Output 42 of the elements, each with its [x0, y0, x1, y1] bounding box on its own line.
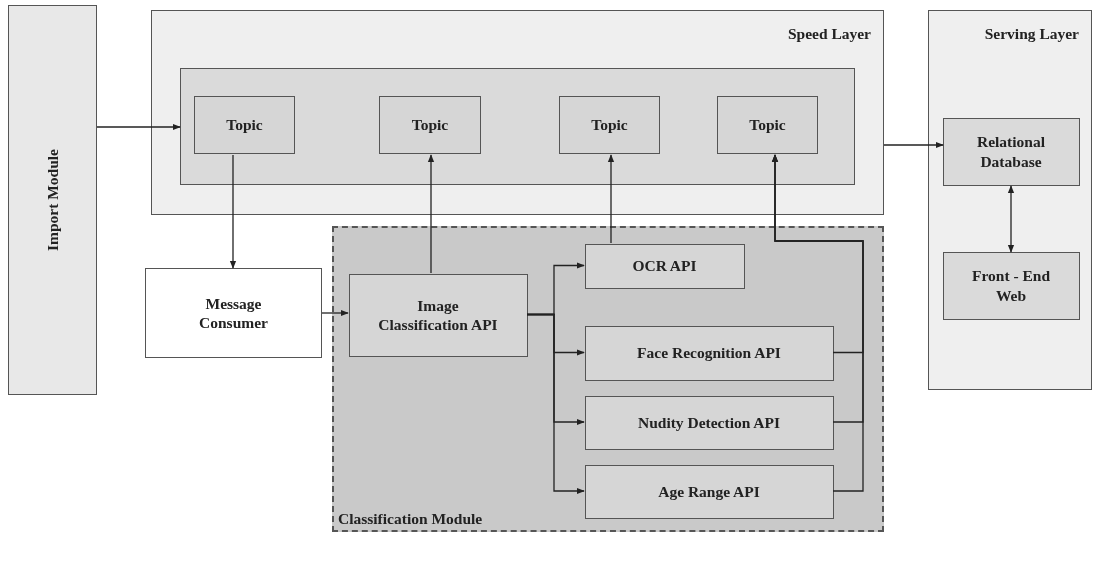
box-label: Topic — [590, 115, 629, 135]
process-box — [717, 96, 818, 154]
process-box — [942, 251, 1080, 320]
box-label: Topic — [225, 115, 264, 135]
process-box — [145, 268, 322, 358]
box-label: Message Consumer — [198, 293, 269, 333]
layer-heading: Classification Module — [338, 510, 483, 528]
box-label: Age Range API — [657, 481, 761, 502]
box-label: Front - End Web — [970, 266, 1052, 305]
module-label: Import Module — [42, 148, 62, 251]
process-box — [379, 96, 481, 154]
arrow — [1007, 185, 1015, 253]
process-box — [348, 273, 528, 357]
box-label: Relational Database — [976, 132, 1046, 171]
layer-heading: Speed Layer — [787, 25, 871, 43]
module-panel — [332, 226, 884, 532]
box-label: Topic — [410, 115, 450, 135]
arrow — [321, 309, 349, 317]
box-label: OCR API — [631, 256, 698, 276]
box-label: Topic — [748, 115, 787, 135]
container-box — [179, 67, 855, 185]
arrow — [526, 313, 585, 495]
process-box — [194, 96, 295, 154]
box-label: Nudity Detection API — [636, 412, 782, 433]
layer-panel — [151, 10, 884, 215]
process-box — [584, 464, 834, 519]
layer-heading: Serving Layer — [984, 25, 1079, 43]
arrow — [883, 141, 944, 149]
box-label: Image Classification API — [377, 295, 499, 335]
arrow — [771, 154, 864, 492]
module-panel — [8, 5, 97, 395]
arrow — [229, 154, 237, 269]
arrow — [427, 154, 435, 274]
arrow — [96, 123, 181, 131]
process-box — [559, 96, 660, 154]
process-box — [584, 395, 834, 450]
arrow — [607, 154, 615, 244]
box-label: Face Recognition API — [636, 343, 782, 363]
process-box — [584, 243, 745, 289]
process-box — [584, 325, 834, 381]
process-box — [942, 117, 1080, 186]
layer-panel — [928, 10, 1092, 390]
